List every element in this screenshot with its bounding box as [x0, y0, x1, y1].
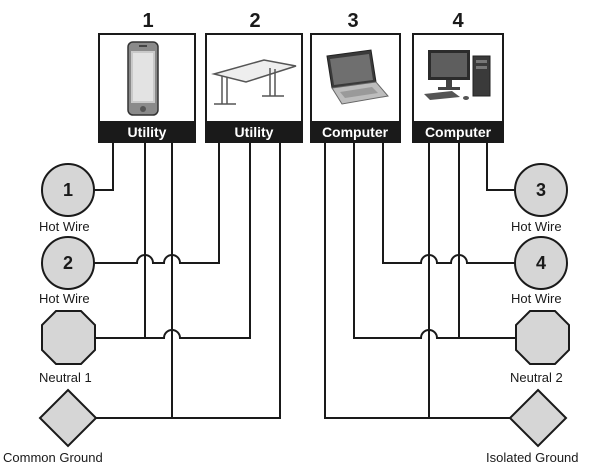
- wire-device1-neutral: [94, 142, 146, 339]
- terminal-hot-wire-3: 3 Hot Wire: [511, 163, 568, 234]
- wires: [94, 142, 518, 419]
- device-4-label: Computer: [425, 124, 492, 140]
- device-3-number: 3: [347, 10, 358, 32]
- isolated-ground-diamond: [508, 388, 568, 448]
- hot-wire-4-label: Hot Wire: [511, 291, 562, 306]
- neutral-2-label: Neutral 2: [510, 370, 563, 385]
- hot-wire-1-number: 1: [63, 180, 73, 200]
- wire-device4-hot: [486, 142, 516, 191]
- device-3: Computer: [310, 33, 401, 143]
- standing-desk-icon: [211, 59, 297, 105]
- laptop-icon: [326, 49, 389, 105]
- device-1: Utility: [98, 33, 196, 143]
- wire-device3-neutral: [353, 142, 518, 339]
- wire-device1-hot: [94, 142, 114, 191]
- wire-device1-ground: [94, 142, 173, 419]
- wire-device3-ground: [324, 142, 510, 419]
- common-ground-label: Common Ground: [3, 450, 103, 465]
- hot-wire-1-label: Hot Wire: [39, 219, 90, 234]
- hot-wire-2-number: 2: [63, 253, 73, 273]
- terminal-neutral-1: Neutral 1: [39, 310, 96, 385]
- wire-device2-ground: [172, 142, 281, 419]
- device-4: Computer: [412, 33, 504, 143]
- device-1-number: 1: [142, 10, 153, 32]
- terminal-isolated-ground: Isolated Ground: [486, 388, 579, 465]
- hot-wire-3-number: 3: [536, 180, 546, 200]
- terminal-hot-wire-1: 1 Hot Wire: [39, 163, 95, 234]
- terminal-common-ground: Common Ground: [3, 388, 103, 465]
- desktop-computer-icon: [424, 50, 491, 100]
- neutral-2-octagon: [515, 310, 570, 365]
- hot-wire-3-label: Hot Wire: [511, 219, 562, 234]
- hot-wire-2-label: Hot Wire: [39, 291, 90, 306]
- terminal-hot-wire-2: 2 Hot Wire: [39, 236, 95, 306]
- neutral-1-octagon: [41, 310, 96, 365]
- isolated-ground-label: Isolated Ground: [486, 450, 579, 465]
- terminal-neutral-2: Neutral 2: [510, 310, 570, 385]
- device-2-number: 2: [249, 10, 260, 32]
- device-1-label: Utility: [128, 124, 167, 140]
- hot-wire-4-number: 4: [536, 253, 546, 273]
- device-4-number: 4: [452, 10, 464, 32]
- smartphone-icon: [127, 41, 159, 116]
- device-3-label: Computer: [322, 124, 389, 140]
- common-ground-diamond: [38, 388, 98, 448]
- wire-device3-hot: [382, 142, 516, 264]
- device-2-label: Utility: [235, 124, 274, 140]
- device-2: Utility: [205, 33, 303, 143]
- neutral-1-label: Neutral 1: [39, 370, 92, 385]
- wire-device2-hot: [94, 142, 220, 264]
- wire-device2-neutral: [145, 142, 251, 339]
- terminal-hot-wire-4: 4 Hot Wire: [511, 236, 568, 306]
